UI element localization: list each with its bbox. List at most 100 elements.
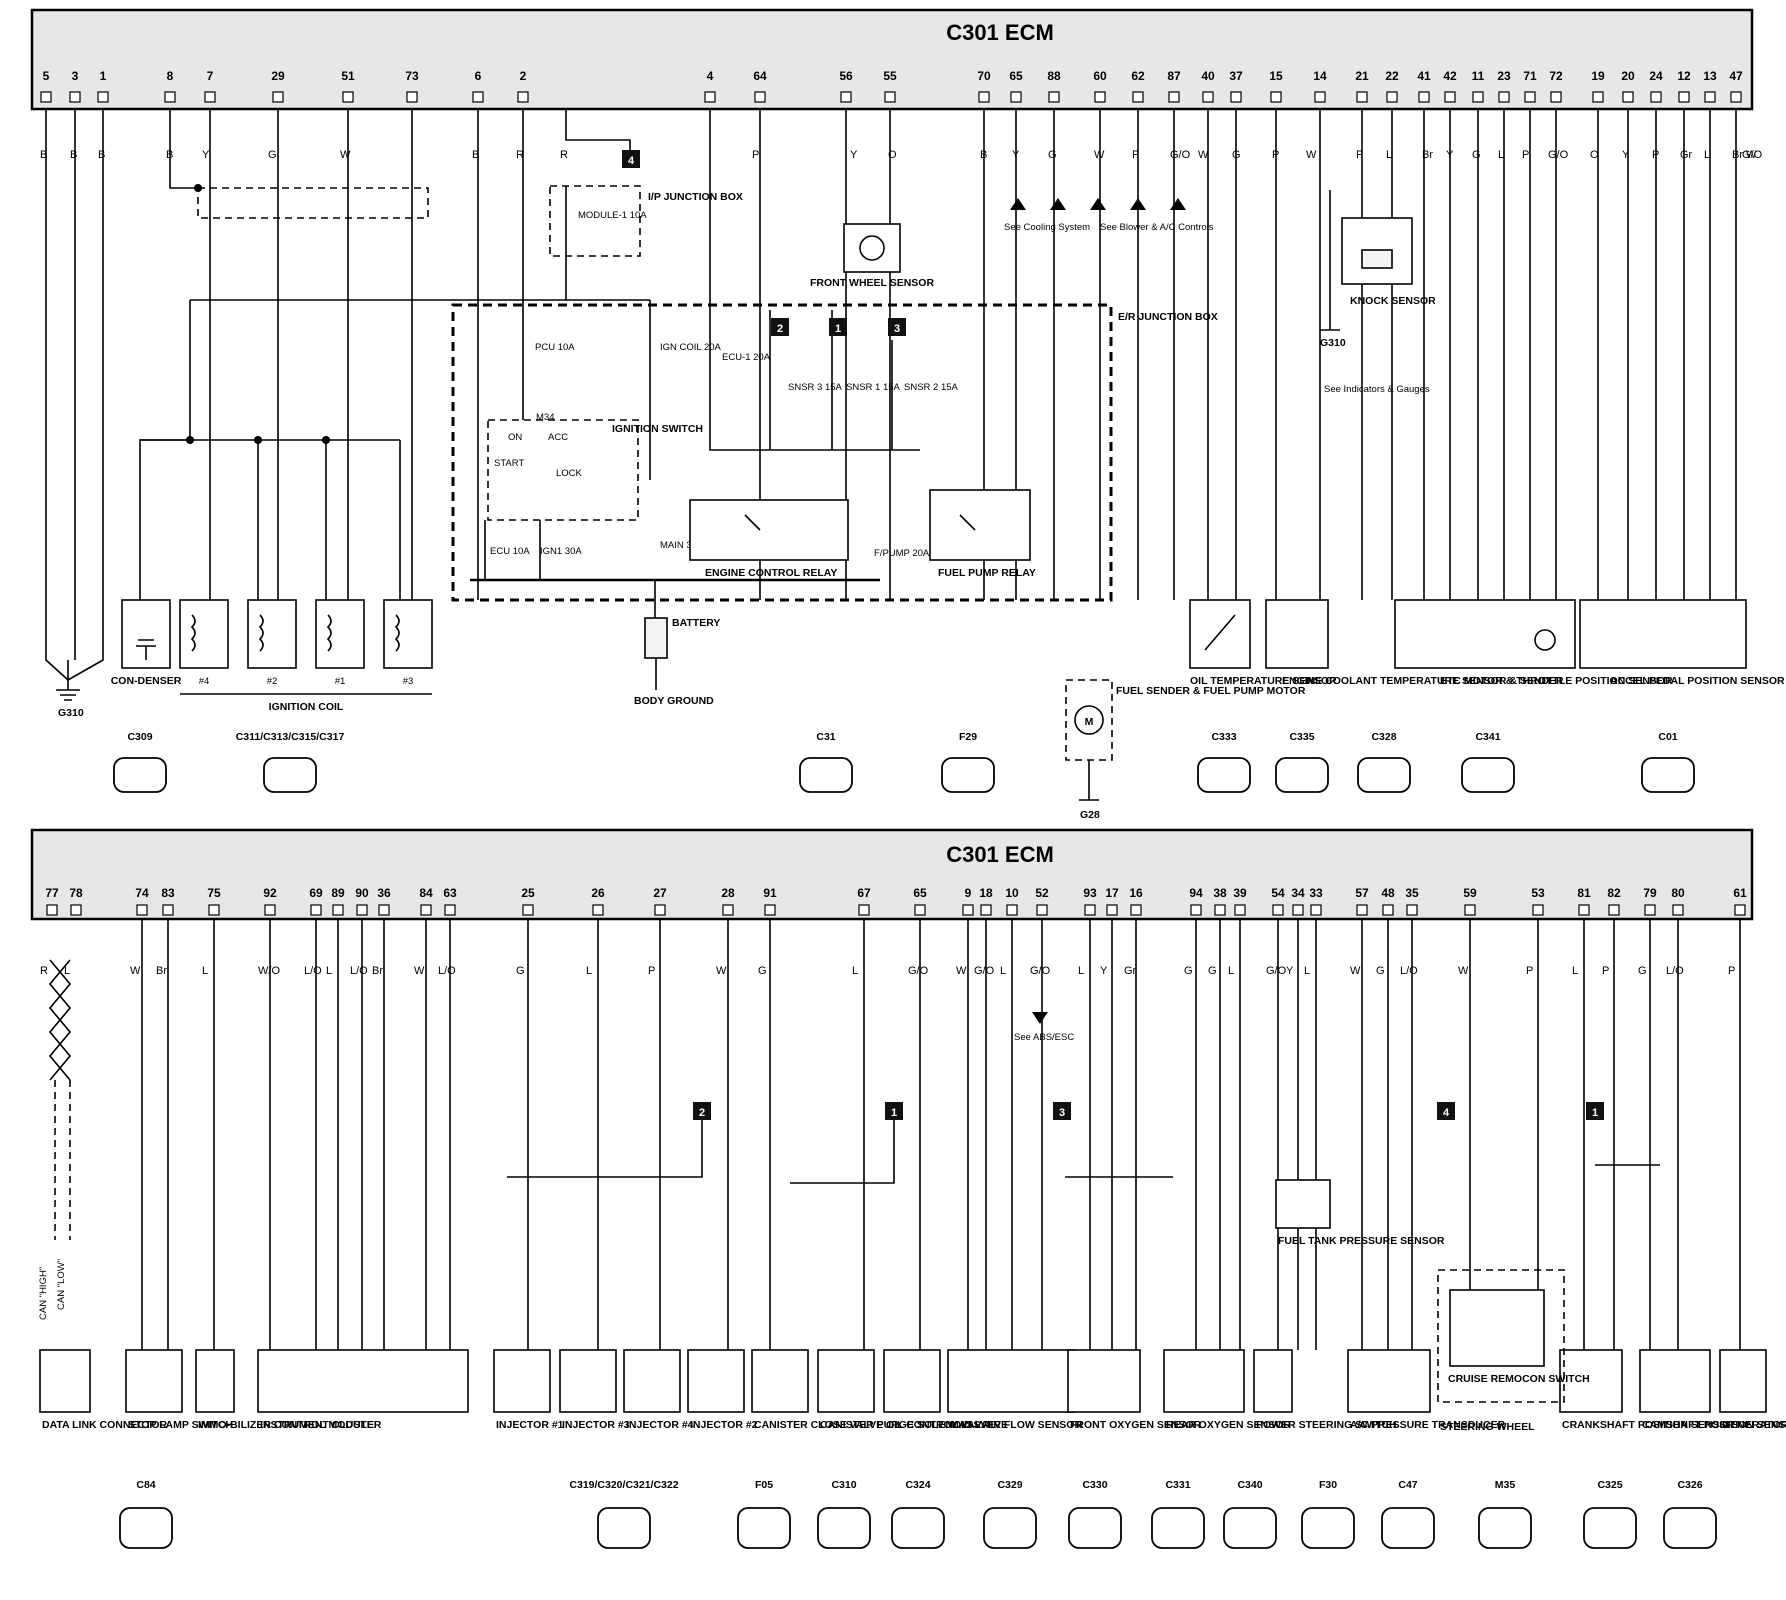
bottom-pin-label: 48 (1381, 886, 1395, 900)
connector-label: C330 (1082, 1479, 1107, 1491)
bottom-pin-terminal (1356, 904, 1368, 916)
ecu-fuse: ECU 10A (490, 546, 530, 557)
bottom-wire-color: G (1638, 965, 1647, 977)
bottom-pin-label: 25 (521, 886, 535, 900)
abs-arrow (1032, 1012, 1048, 1024)
top-pin-terminal (1444, 91, 1456, 103)
bottom-pin-terminal (378, 904, 390, 916)
coil-feed-wire (190, 299, 651, 480)
top-pin-label: 64 (753, 69, 767, 83)
bottom-pin-terminal (592, 904, 604, 916)
bottom-pin-label: 74 (135, 886, 149, 900)
bottom-pin-terminal (1644, 904, 1656, 916)
top-pin-label: 88 (1047, 69, 1061, 83)
bottom-wire-color: G/O (908, 965, 929, 977)
bottom-wire-color: P (1526, 965, 1533, 977)
bottom-wire-color: L/O (438, 965, 456, 977)
connector-label: F05 (755, 1479, 773, 1491)
connector-face (1223, 1507, 1277, 1549)
top-pin-terminal (1356, 91, 1368, 103)
shield-box (197, 187, 429, 219)
ign-coil-fuse: IGN COIL 20A (660, 342, 722, 353)
top-pin-label: 62 (1131, 69, 1145, 83)
bottom-wire-color: L/O (1666, 965, 1684, 977)
bottom-pin-label: 80 (1671, 886, 1685, 900)
top-pin-terminal (97, 91, 109, 103)
bottom-pin-terminal (722, 904, 734, 916)
top-wire-color: B (98, 149, 105, 161)
fpr-label: FUEL PUMP RELAY (938, 567, 1036, 579)
oil-temp-label: OIL TEMPERATURE SENSOR (1190, 675, 1337, 687)
etc-motor-box (1394, 599, 1576, 669)
connector-label: C333 (1211, 731, 1236, 743)
bottom-pin-label: 36 (377, 886, 391, 900)
bottom-wire-color: G/O (1266, 965, 1287, 977)
bottom-pin-terminal (1608, 904, 1620, 916)
bottom-wire-color: P (1602, 965, 1609, 977)
bottom-pin-label: 91 (763, 886, 777, 900)
power-splice-wires (507, 1120, 1660, 1184)
top-wire-color: O (888, 149, 897, 161)
connector-face (983, 1507, 1037, 1549)
top-pin-label: 19 (1591, 69, 1605, 83)
top-pin-label: 13 (1703, 69, 1717, 83)
top-pin-label: 60 (1093, 69, 1107, 83)
bottom-pin-terminal (1130, 904, 1142, 916)
inj1-label: INJECTOR #1 (496, 1419, 564, 1431)
bottom-pin-label: 75 (207, 886, 221, 900)
top-wire-color: Y (1446, 149, 1454, 161)
coolant-label: ENGINE COOLANT TEMPERATURE SENSOR & SEND… (1282, 675, 1564, 687)
cmp-label: CAMSHAFT POSITION SENSOR (1642, 1419, 1786, 1431)
top-pin-label: 20 (1621, 69, 1635, 83)
top-pin-label: 7 (207, 69, 214, 83)
top-pin-terminal (164, 91, 176, 103)
splice-dot (194, 184, 202, 192)
module-fuse-label: MODULE-1 10A (578, 210, 647, 221)
bottom-wire-color: W (414, 965, 425, 977)
top-wire-color: Gr (1680, 149, 1693, 161)
bottom-pin-terminal (858, 904, 870, 916)
cmp-box (1639, 1349, 1711, 1413)
condenser-feed (139, 300, 191, 600)
bottom-pin-terminal (310, 904, 322, 916)
snsr2-fuse: SNSR 2 15A (904, 382, 959, 393)
top-wire-color: G/O (1742, 149, 1763, 161)
svg-text:3: 3 (1059, 1107, 1065, 1119)
inj1-box (493, 1349, 551, 1413)
bottom-wire-color: L (326, 965, 332, 977)
bottom-wire-color: P (648, 965, 655, 977)
top-pin-terminal (1202, 91, 1214, 103)
inj2-label: INJECTOR #2 (690, 1419, 758, 1431)
can-twisted-pair (48, 959, 72, 1081)
bottom-pin-label: 27 (653, 886, 667, 900)
top-pin-label: 3 (72, 69, 79, 83)
inj4-box (623, 1349, 681, 1413)
bottom-pin-terminal (1292, 904, 1304, 916)
connector-label: C311/C313/C315/C317 (236, 731, 345, 743)
ign-on: ON (508, 432, 522, 443)
ro2-box (1163, 1349, 1245, 1413)
connector-face (597, 1507, 651, 1549)
bottom-wire-color: L/O (1400, 965, 1418, 977)
ecr-label: ENGINE CONTROL RELAY (705, 567, 837, 579)
bottom-pin-label: 69 (309, 886, 323, 900)
top-wire-color: P (1132, 149, 1139, 161)
immo-label: IMMO-BILIZER CONTROL MODULE (198, 1419, 374, 1431)
fpump-fuse: F/PUMP 20A (874, 548, 930, 559)
top-pin-label: 4 (707, 69, 714, 83)
top-pin-label: 56 (839, 69, 853, 83)
bottom-pin-label: 9 (965, 886, 972, 900)
top-pin-terminal (840, 91, 852, 103)
top-pin-label: 12 (1677, 69, 1691, 83)
connector-face (1301, 1507, 1355, 1549)
bottom-wire-color: L/O (304, 965, 322, 977)
coil-winding-icon (190, 614, 400, 652)
connector-face (1151, 1507, 1205, 1549)
ign-m34: M34 (536, 412, 554, 423)
connector-label: C01 (1658, 731, 1677, 743)
ground-wires (45, 110, 104, 681)
inj2-box (687, 1349, 745, 1413)
see-blower-label: See Blower & A/C Controls (1100, 222, 1214, 233)
